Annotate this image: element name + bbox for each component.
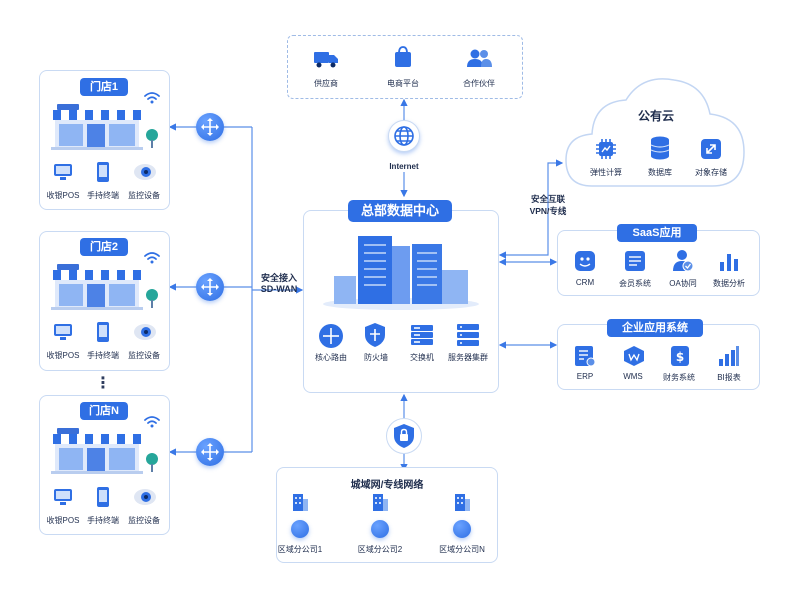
dc-component-label: 核心路由 xyxy=(315,353,347,362)
branch-router-icon xyxy=(291,520,309,538)
sdwan-label-line2: SD-WAN xyxy=(260,284,298,294)
enterprise-item-label: BI报表 xyxy=(717,373,741,382)
dc-component-label: 交换机 xyxy=(410,353,434,362)
enterprise-title: 企业应用系统 xyxy=(607,319,703,337)
branch-building-icon xyxy=(293,494,308,511)
handheld-icon xyxy=(97,487,109,507)
pos-monitor-icon xyxy=(54,489,72,505)
cloud-title: 公有云 xyxy=(637,109,674,123)
dc-component-label: 防火墙 xyxy=(364,353,388,362)
erp-icon xyxy=(575,346,596,367)
metro-panel xyxy=(276,467,498,563)
wms-icon xyxy=(624,346,644,366)
enterprise-item-label: ERP xyxy=(576,372,594,381)
saas-item-label: CRM xyxy=(575,278,595,287)
partners-icon xyxy=(467,49,492,67)
cloud-item-label: 对象存储 xyxy=(695,168,727,177)
branch-label: 区域分公司N xyxy=(439,545,485,554)
device-label: 监控设备 xyxy=(128,351,160,360)
enterprise-item-label: WMS xyxy=(623,372,643,381)
branch-building-icon xyxy=(373,494,388,511)
pos-monitor-icon xyxy=(54,164,72,180)
object-storage-icon xyxy=(701,139,721,159)
branch-building-icon xyxy=(455,494,470,511)
server-cluster-icon xyxy=(457,324,479,346)
partner-label: 电商平台 xyxy=(387,79,419,88)
pos-monitor-icon xyxy=(54,324,72,340)
partner-label: 合作伙伴 xyxy=(463,79,495,88)
oa-collab-icon xyxy=(673,250,694,272)
device-label: 监控设备 xyxy=(128,516,160,525)
device-label: 手持终端 xyxy=(87,516,119,525)
compute-chip-icon xyxy=(596,139,616,159)
saas-item-label: 会员系统 xyxy=(619,279,651,288)
cloud-item-label: 弹性计算 xyxy=(590,168,622,177)
bi-report-icon xyxy=(719,346,739,366)
device-label: 手持终端 xyxy=(87,191,119,200)
device-label: 监控设备 xyxy=(128,191,160,200)
storefront-icon xyxy=(51,428,158,474)
cloud-item-label: 数据库 xyxy=(648,168,672,177)
store-title-1: 门店1 xyxy=(80,78,128,96)
switch-icon xyxy=(411,325,433,345)
branch-label: 区域分公司1 xyxy=(277,545,323,554)
handheld-icon xyxy=(97,162,109,182)
device-label: 收银POS xyxy=(46,516,80,525)
sdwan-label-line1: 安全接入 xyxy=(260,273,297,283)
device-label: 收银POS xyxy=(46,191,80,200)
wifi-icon xyxy=(144,416,160,428)
storefront-icon xyxy=(51,104,158,150)
vpn-label-line1: 安全互联 xyxy=(530,194,565,204)
dc-component-label: 服务器集群 xyxy=(448,353,488,362)
database-icon xyxy=(650,136,670,160)
bar-chart-icon xyxy=(720,254,738,271)
camera-icon xyxy=(134,164,156,180)
handheld-icon xyxy=(97,322,109,342)
shield-lock-icon xyxy=(394,424,414,448)
truck-icon xyxy=(314,52,338,68)
member-system-icon xyxy=(625,251,645,271)
internet-label: Internet xyxy=(389,162,419,171)
wifi-icon xyxy=(144,252,160,264)
ellipsis-dots: ⋮ xyxy=(95,375,111,392)
saas-item-label: OA协同 xyxy=(669,279,697,288)
router-arrows-icon xyxy=(201,443,219,461)
camera-icon xyxy=(134,324,156,340)
store-title-n: 门店N xyxy=(80,402,128,420)
router-arrows-icon xyxy=(201,118,219,136)
device-label: 手持终端 xyxy=(87,351,119,360)
storefront-icon xyxy=(51,264,158,310)
vpn-label-line2: VPN/专线 xyxy=(529,206,567,216)
store-title-2: 门店2 xyxy=(80,238,128,256)
metro-title: 城域网/专线网络 xyxy=(350,480,424,491)
branch-router-icon xyxy=(371,520,389,538)
datacenter-title: 总部数据中心 xyxy=(348,200,452,222)
saas-item-label: 数据分析 xyxy=(713,279,745,288)
saas-title: SaaS应用 xyxy=(617,224,697,242)
core-router-icon xyxy=(319,324,343,348)
svg-text:$: $ xyxy=(676,350,684,364)
router-arrows-icon xyxy=(201,278,219,296)
cloud-shape xyxy=(565,78,745,187)
wifi-icon xyxy=(144,92,160,104)
branch-router-icon xyxy=(453,520,471,538)
branch-label: 区域分公司2 xyxy=(357,545,403,554)
datacenter-buildings-icon xyxy=(323,236,479,310)
globe-icon xyxy=(394,126,414,146)
finance-icon: $ xyxy=(671,346,689,366)
camera-icon xyxy=(134,489,156,505)
firewall-shield-icon xyxy=(365,323,385,347)
crm-icon xyxy=(575,251,595,271)
shopping-bag-icon xyxy=(395,46,411,67)
device-label: 收银POS xyxy=(46,351,80,360)
enterprise-item-label: 财务系统 xyxy=(663,373,695,382)
partner-label: 供应商 xyxy=(314,79,338,88)
